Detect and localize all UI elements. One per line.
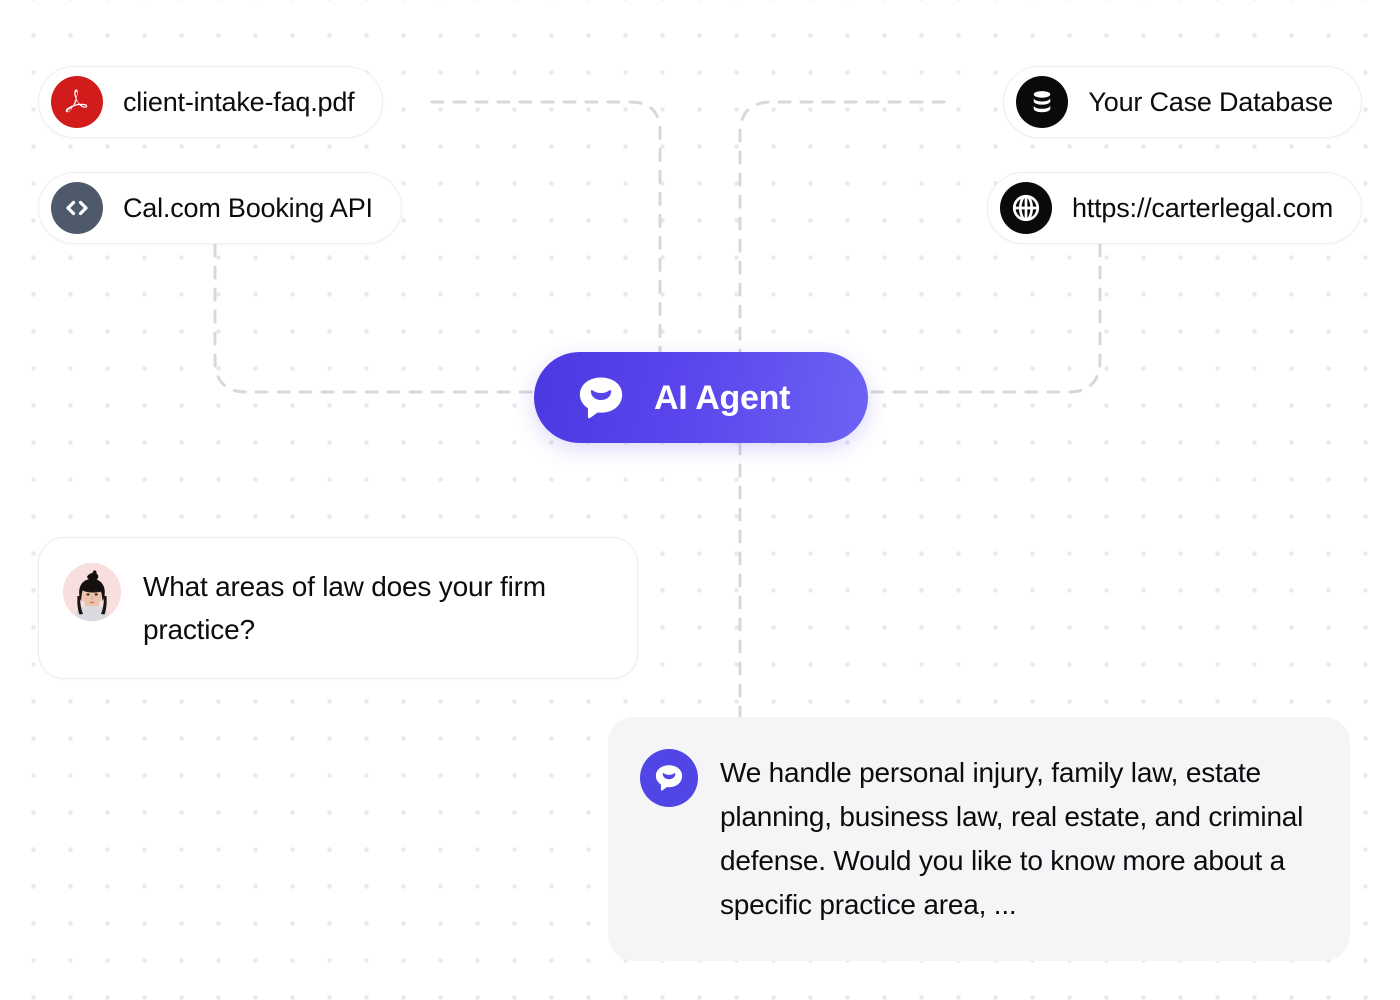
pdf-file-icon (51, 76, 103, 128)
source-node-label: Your Case Database (1088, 86, 1333, 117)
globe-icon (999, 182, 1052, 234)
source-node-label: client-intake-faq.pdf (123, 86, 355, 117)
source-node-label: Cal.com Booking API (123, 192, 373, 223)
user-message-bubble: What areas of law does your firm practic… (38, 537, 638, 679)
ai-agent-node[interactable]: AI Agent (534, 352, 868, 443)
ai-avatar-icon (640, 749, 698, 807)
source-node-website[interactable]: https://carterlegal.com (986, 172, 1362, 244)
connector-pdf-to-agent (430, 100, 662, 354)
ai-message-text: We handle personal injury, family law, e… (720, 757, 1304, 920)
code-brackets-icon (51, 182, 103, 234)
connector-api-to-agent (213, 243, 536, 394)
source-node-database[interactable]: Your Case Database (1003, 66, 1362, 138)
source-node-api[interactable]: Cal.com Booking API (38, 172, 402, 244)
user-message-text: What areas of law does your firm practic… (143, 571, 546, 646)
user-avatar (63, 563, 121, 621)
ai-agent-label: AI Agent (654, 378, 791, 417)
chat-bubble-logo-icon (572, 369, 630, 427)
source-node-pdf[interactable]: client-intake-faq.pdf (38, 66, 384, 138)
database-icon (1016, 76, 1069, 128)
ai-message-bubble: We handle personal injury, family law, e… (608, 717, 1350, 961)
connector-website-to-agent (866, 243, 1102, 394)
source-node-label: https://carterlegal.com (1071, 192, 1333, 223)
connector-database-to-agent (738, 100, 946, 354)
